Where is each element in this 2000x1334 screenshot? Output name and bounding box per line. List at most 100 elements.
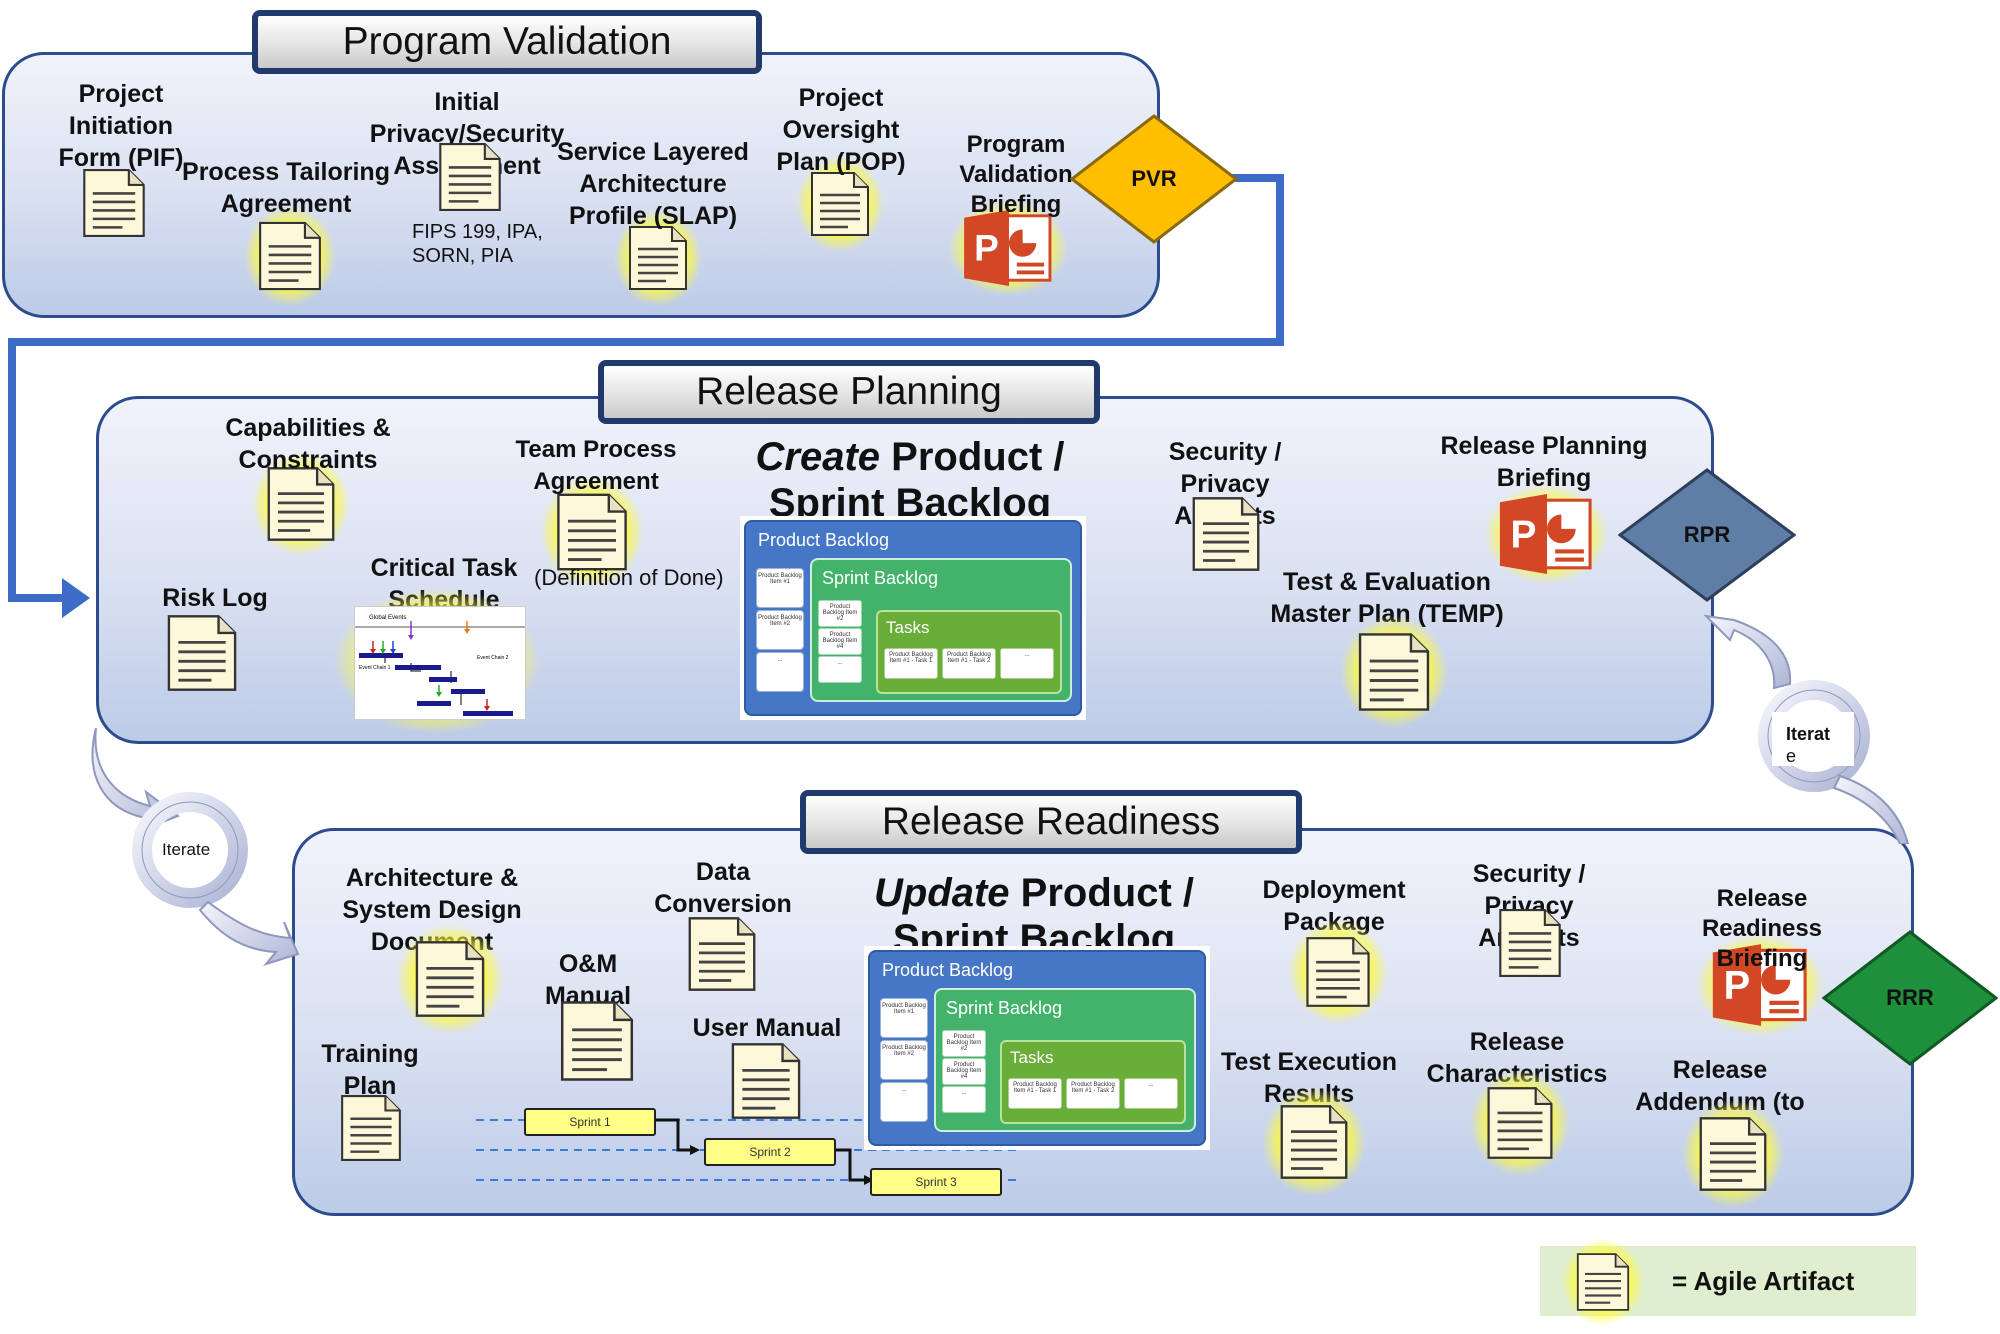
tasks-title: Tasks: [1010, 1048, 1054, 1067]
product-backlog-box: Product Backlog Product Backlog Item #1 …: [744, 520, 1082, 716]
agile-document-icon: [1470, 1070, 1570, 1176]
product-backlog-item: ...: [880, 1082, 928, 1122]
product-backlog-title: Product Backlog: [758, 530, 890, 550]
sprint-backlog-item: Product Backlog Item #4: [818, 628, 862, 655]
product-backlog-item: Product Backlog Item #1: [880, 998, 928, 1038]
iterate-right-label-1: Iterat: [1786, 724, 1831, 744]
rrr-gate: RRR: [1822, 930, 1998, 1066]
agile-document-icon: [1682, 1100, 1784, 1208]
team-process-label: Team Process Agreement: [515, 436, 677, 495]
program-validation-title: Program Validation: [252, 10, 762, 74]
data-conversion-label: Data Conversion: [654, 858, 792, 918]
architecture-label: Architecture & System Design Document: [342, 864, 522, 956]
product-backlog-graphic: Product Backlog Product Backlog Item #1 …: [740, 516, 1086, 720]
agile-document-icon: [1262, 1088, 1366, 1196]
sprint-1-bar: Sprint 1: [524, 1108, 656, 1136]
document-icon: [80, 168, 148, 238]
gantt-event-chain-2: Event Chain 2: [477, 655, 509, 661]
agile-document-icon: [540, 476, 644, 588]
product-backlog-graphic: Product Backlog Product Backlog Item #1 …: [864, 946, 1210, 1150]
privacy-note: FIPS 199, IPA, SORN, PIA: [412, 221, 543, 267]
task-item: Product Backlog Item #1 - Task 1: [884, 648, 938, 679]
rpr-gate: RPR: [1618, 468, 1796, 602]
pta-label: Process Tailoring Agreement: [182, 158, 390, 218]
document-icon: [336, 1094, 406, 1162]
product-backlog-item: Product Backlog Item #2: [880, 1040, 928, 1080]
release-planning-title: Release Planning: [598, 360, 1100, 424]
legend-label: = Agile Artifact: [1672, 1266, 1855, 1296]
sprint-backlog-item: Product Backlog Item #2: [818, 600, 862, 627]
sprint-backlog-box: Sprint Backlog Product Backlog Item #2 P…: [810, 558, 1072, 702]
create-rest: Product / Sprint Backlog: [768, 435, 1065, 518]
risk-log-label: Risk Log: [162, 584, 268, 612]
user-manual-label: User Manual: [692, 1014, 842, 1042]
update-backlog-heading: Update Product / Sprint Backlog: [864, 870, 1204, 954]
document-icon: [1494, 908, 1566, 978]
document-icon: [438, 142, 502, 212]
svg-text:P: P: [1724, 964, 1751, 1008]
rr-briefing-label: Release Readiness Briefing: [1701, 885, 1823, 972]
product-backlog-item: Product Backlog Item #2: [756, 610, 804, 650]
rpr-gate-label: RPR: [1683, 522, 1731, 547]
task-item: Product Backlog Item #1 - Task 1: [1008, 1078, 1062, 1109]
sprint-3-bar: Sprint 3: [870, 1168, 1002, 1196]
sprint-backlog-title: Sprint Backlog: [822, 568, 939, 588]
document-icon: [684, 916, 760, 992]
sprint-backlog-box: Sprint Backlog Product Backlog Item #2 P…: [934, 988, 1196, 1132]
gantt-event-chain-1: Event Chain 1: [359, 665, 391, 671]
pvr-gate: PVR: [1070, 114, 1238, 244]
create-backlog-heading: Create Product / Sprint Backlog: [720, 434, 1100, 518]
tasks-box: Tasks Product Backlog Item #1 - Task 1 P…: [876, 610, 1062, 694]
tasks-box: Tasks Product Backlog Item #1 - Task 1 P…: [1000, 1040, 1186, 1124]
sprint-2-bar: Sprint 2: [704, 1138, 836, 1166]
create-word: Create: [755, 435, 881, 479]
product-backlog-item: Product Backlog Item #1: [756, 568, 804, 608]
product-backlog-item: ...: [756, 652, 804, 692]
product-backlog-title: Product Backlog: [882, 960, 1014, 980]
agile-document-icon: [1288, 920, 1388, 1024]
svg-text:P: P: [1510, 513, 1536, 556]
pvr-gate-label: PVR: [1131, 166, 1177, 191]
task-item: ...: [1124, 1078, 1178, 1109]
sprint-backlog-item: Product Backlog Item #2: [942, 1030, 986, 1057]
update-word: Update: [873, 871, 1010, 915]
powerpoint-icon: P: [1696, 934, 1824, 1036]
definition-of-done-note: (Definition of Done): [534, 565, 724, 590]
powerpoint-icon: P: [948, 200, 1068, 296]
gantt-global-events: Global Events: [369, 615, 406, 621]
agile-document-icon: [1340, 616, 1448, 728]
rp-briefing-label: Release Planning Briefing: [1440, 432, 1648, 492]
tasks-title: Tasks: [886, 618, 930, 637]
pop-label: Project Oversight Plan (POP): [776, 84, 906, 176]
iterate-right-label-2: e: [1786, 746, 1797, 766]
task-item: Product Backlog Item #1 - Task 2: [942, 648, 996, 679]
svg-text:P: P: [974, 227, 999, 269]
pif-label: Project Initiation Form (PIF): [58, 80, 184, 172]
document-icon: [1186, 496, 1266, 572]
legend: = Agile Artifact: [1540, 1238, 1916, 1326]
sprint-backlog-item: ...: [818, 656, 862, 683]
agile-document-icon: [252, 452, 350, 556]
iterate-cycle-right: Iterat e: [1704, 612, 1912, 844]
rrr-gate-label: RRR: [1886, 985, 1934, 1010]
iterate-left-label: Iterate: [162, 840, 211, 859]
release-readiness-title: Release Readiness: [800, 790, 1302, 854]
powerpoint-icon: P: [1484, 484, 1608, 584]
capabilities-label: Capabilities & Constraints: [225, 414, 391, 474]
slap-label: Service Layered Architecture Profile (SL…: [557, 138, 749, 230]
agile-document-icon: [614, 210, 702, 306]
document-icon: [558, 1000, 636, 1082]
document-icon: [160, 614, 244, 692]
product-backlog-box: Product Backlog Product Backlog Item #1 …: [868, 950, 1206, 1146]
agile-document-icon: [796, 156, 884, 252]
iterate-cycle-left: Iterate: [90, 726, 300, 974]
sprint-backlog-item: ...: [942, 1086, 986, 1113]
training-plan-label: Training Plan: [321, 1040, 419, 1100]
task-item: ...: [1000, 648, 1054, 679]
sprint-backlog-item: Product Backlog Item #4: [942, 1058, 986, 1085]
task-item: Product Backlog Item #1 - Task 2: [1066, 1078, 1120, 1109]
agile-document-icon: [244, 206, 336, 306]
document-icon: [726, 1042, 806, 1120]
pv-briefing-label: Program Validation Briefing: [959, 131, 1073, 218]
